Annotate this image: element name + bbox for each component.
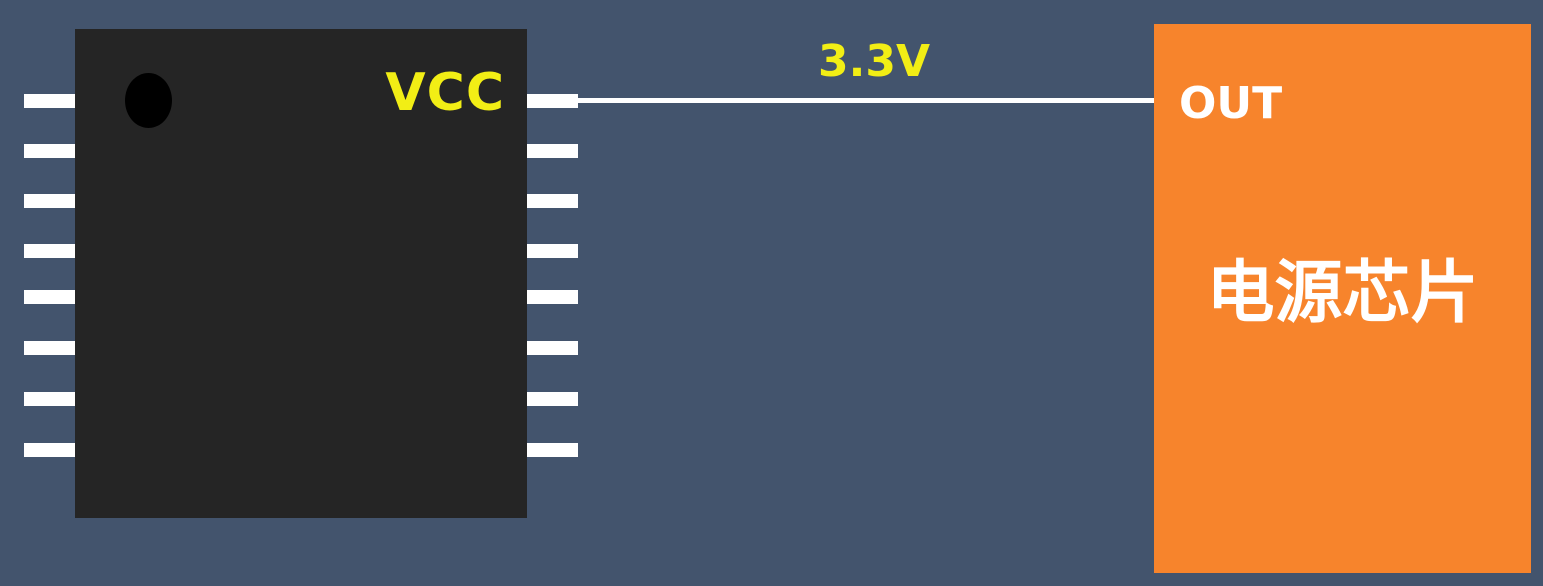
mcu-pin-left-1 xyxy=(24,94,75,108)
mcu-pin-right-8 xyxy=(527,443,578,457)
mcu-pin-left-8 xyxy=(24,443,75,457)
power-wire xyxy=(578,98,1154,103)
mcu-pin-right-5 xyxy=(527,290,578,304)
mcu-pin-right-3 xyxy=(527,194,578,208)
mcu-pin-left-7 xyxy=(24,392,75,406)
power-chip-name: 电源芯片 xyxy=(1206,254,1479,333)
vcc-pin-label: VCC xyxy=(385,63,505,123)
mcu-pin-left-5 xyxy=(24,290,75,304)
voltage-label: 3.3V xyxy=(818,36,930,87)
out-pin-label: OUT xyxy=(1179,78,1283,129)
mcu-pin-right-6 xyxy=(527,341,578,355)
mcu-chip: VCC xyxy=(75,29,527,518)
mcu-pin-left-3 xyxy=(24,194,75,208)
mcu-pin-left-6 xyxy=(24,341,75,355)
power-chip: OUT 电源芯片 xyxy=(1154,24,1531,573)
mcu-pin-right-2 xyxy=(527,144,578,158)
mcu-pin-right-4 xyxy=(527,244,578,258)
pin1-marker xyxy=(125,73,172,128)
mcu-pin-right-vcc xyxy=(527,94,578,108)
mcu-pin-left-2 xyxy=(24,144,75,158)
mcu-pin-left-4 xyxy=(24,244,75,258)
mcu-pin-right-7 xyxy=(527,392,578,406)
